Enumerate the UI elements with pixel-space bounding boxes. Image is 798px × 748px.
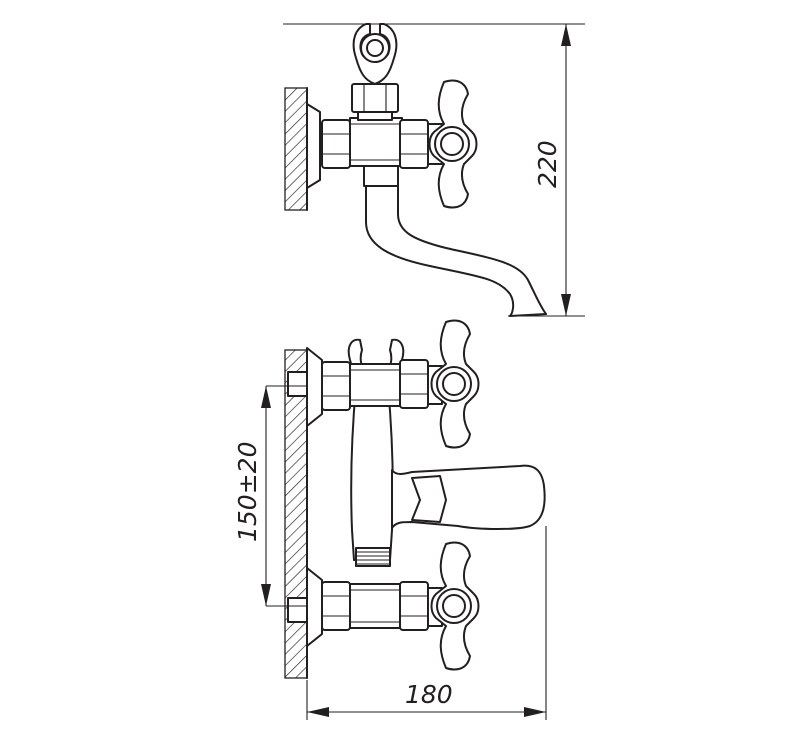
top-view: 220 [283,23,585,317]
wall-hatch-top [284,87,308,211]
front-view: 150±20 180 [233,319,547,720]
dimension-spacing-label: 150±20 [233,442,262,542]
dimension-depth-label: 180 [405,680,453,709]
wall-hatch-front [284,349,308,679]
dimension-height-label: 220 [533,140,562,188]
